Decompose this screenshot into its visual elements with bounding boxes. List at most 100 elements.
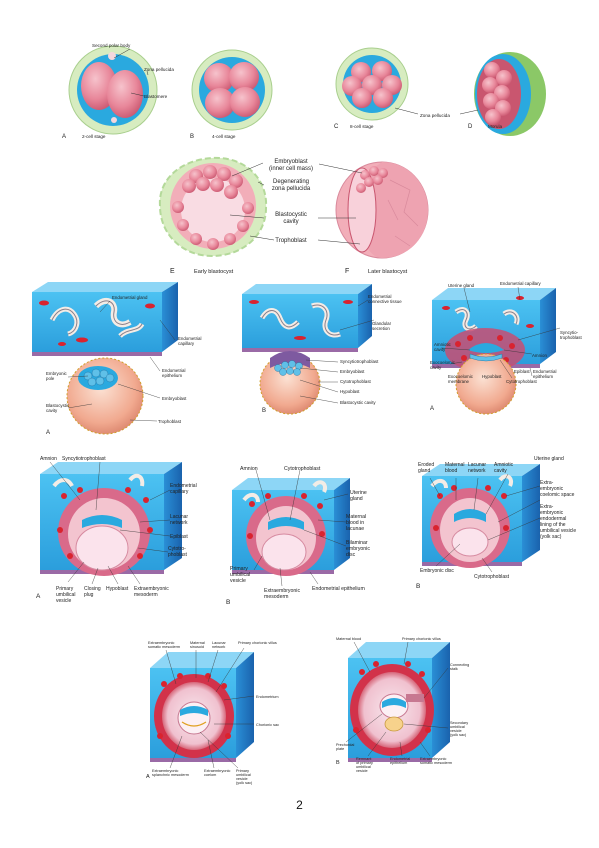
label-endometrial-epithelium-r5-2: epithelium bbox=[390, 761, 407, 765]
label-endometrium: Endometrium bbox=[256, 695, 279, 699]
cleavage-4cell-diagram bbox=[191, 49, 273, 131]
label-glandular-secretion-2: secretion bbox=[372, 326, 390, 331]
panel-letter-d: D bbox=[468, 124, 473, 130]
label-primary-umbilical-r5: Primary bbox=[236, 769, 249, 773]
label-closing-plug: Closing bbox=[84, 586, 101, 592]
panel-letter-b: B bbox=[190, 134, 194, 140]
label-endodermal-lining-6: (yolk sac) bbox=[540, 534, 562, 540]
label-primary-umbilical-r4-p2-2: umbilical bbox=[230, 572, 250, 578]
label-endometrial-connective: Endometrial bbox=[368, 294, 391, 299]
label-amnion-r4: Amnion bbox=[40, 456, 57, 462]
label-blastocystic-cavity-p2: Blastocystic cavity bbox=[340, 400, 376, 405]
later-blastocyst-diagram bbox=[335, 161, 429, 259]
label-prechordal-plate: Prechordal bbox=[336, 743, 355, 747]
label-primary-umbilical-r4-p2-3: vesicle bbox=[230, 578, 246, 584]
label-somatic-mesoderm-r5-p2: Extraembryonic bbox=[420, 757, 446, 761]
label-primary-umbilical-r5-3: vesicle bbox=[236, 777, 248, 781]
label-cytotrophoblast-r4-p2: Cytotrophoblast bbox=[284, 466, 321, 472]
label-zona-pellucida-shared: Zona pellucida bbox=[420, 113, 450, 118]
label-cytotrophoblast-p2: Cytotrophoblast bbox=[340, 379, 372, 384]
caption-2-cell: 2-cell stage bbox=[82, 134, 106, 139]
lacunar-stage-c-diagram bbox=[422, 464, 540, 568]
label-exocoelomic-cavity-2: cavity bbox=[430, 365, 442, 370]
label-closing-plug-2: plug bbox=[84, 592, 94, 598]
page-number: 2 bbox=[296, 798, 303, 812]
label-amnion-p3: Amnion bbox=[532, 353, 547, 358]
panel-letter-e: E bbox=[170, 268, 175, 275]
caption-later-blastocyst: Later blastocyst bbox=[368, 269, 408, 275]
caption-morula: Morula bbox=[488, 124, 502, 129]
label-extraembryonic-mesoderm-r4-2: mesoderm bbox=[134, 592, 158, 598]
label-amnion-r4-p2: Amnion bbox=[240, 466, 258, 472]
label-cytotrophoblast-r4: Cytotro- bbox=[168, 546, 186, 552]
panel-letter-b-row3: B bbox=[262, 408, 266, 414]
label-lacunar-network-r4-2: network bbox=[170, 520, 188, 526]
label-hypoblast-r4: Hypoblast bbox=[106, 586, 129, 592]
label-lacunar-network-p3: Lacunar bbox=[468, 462, 486, 468]
panel-letter-a-r4: A bbox=[36, 593, 41, 600]
label-trophoblast-row3: Trophoblast bbox=[158, 419, 182, 424]
implantation-day7-diagram bbox=[242, 284, 372, 415]
label-glandular-secretion: Glandular bbox=[372, 321, 392, 326]
label-primary-umbilical-r4-p2: Primary bbox=[230, 566, 248, 572]
panel-letter-a-r5: A bbox=[146, 774, 150, 780]
label-endometrial-capillary-r4-2: capillary bbox=[170, 489, 189, 495]
label-primary-villus-r5-p2: Primary chorionic villus bbox=[402, 637, 441, 641]
label-syncytiotrophoblast-r4: Syncytiotrophoblast bbox=[62, 456, 106, 462]
label-bilaminar: Bilaminar bbox=[346, 540, 368, 546]
label-endometrial-connective-2: connective tissue bbox=[368, 299, 402, 304]
label-endometrial-epithelium-2: epithelium bbox=[162, 373, 182, 378]
label-embryonic-disc: Embryonic disc bbox=[420, 568, 454, 574]
panel-letter-a-row3-p3: A bbox=[430, 406, 434, 412]
label-extraembryonic-mesoderm-r4-p2: Extraembryonic bbox=[264, 588, 300, 594]
label-secondary-umbilical-4: (yolk sac) bbox=[450, 733, 467, 737]
label-syncytiotrophoblast-p3: Syncytio- bbox=[560, 330, 579, 335]
label-embryoblast: Embryoblast bbox=[274, 159, 308, 165]
label-blastomere: Blastomere bbox=[144, 94, 168, 99]
label-prechordal-plate-2: plate bbox=[336, 747, 344, 751]
label-cytotrophoblast-r4-2: phoblast bbox=[168, 552, 188, 558]
label-remnant-4: vesicle bbox=[356, 769, 368, 773]
panel-letter-a-row3: A bbox=[46, 430, 50, 436]
label-maternal-blood-p3: Maternal bbox=[445, 462, 464, 468]
label-zona-pellucida: Zona pellucida bbox=[144, 67, 174, 72]
label-secondary-umbilical: Secondary bbox=[450, 721, 468, 725]
caption-early-blastocyst: Early blastocyst bbox=[194, 269, 234, 275]
panel-letter-f: F bbox=[345, 268, 349, 275]
label-syncytiotrophoblast: Syncytiotrophoblast bbox=[340, 359, 379, 364]
label-amniotic-cavity-p3-2: cavity bbox=[494, 468, 507, 474]
label-cytotrophoblast-p3: Cytotrophoblast bbox=[506, 379, 538, 384]
label-amniotic-cavity-p3: Amniotic bbox=[494, 462, 514, 468]
chorionic-villi-b-diagram bbox=[348, 642, 450, 762]
label-lacunar-network-r5: Lacunar bbox=[212, 641, 226, 645]
label-exocoelomic-membrane-2: membrane bbox=[448, 379, 470, 384]
panel-letter-b-r5: B bbox=[336, 760, 340, 766]
label-coelomic-space-3: coelomic space bbox=[540, 492, 575, 498]
label-primary-umbilical-r5-2: umbilical bbox=[236, 773, 251, 777]
label-embryonic-pole-2: pole bbox=[46, 376, 55, 381]
label-embryonic-pole: Embryonic bbox=[46, 371, 68, 376]
label-primary-villus-r5: Primary chorionic villus bbox=[238, 641, 277, 645]
label-extraembryonic-coelom: Extraembryonic bbox=[204, 769, 230, 773]
label-uterine-gland-r4-2: gland bbox=[350, 496, 363, 502]
label-bilaminar-2: embryonic bbox=[346, 546, 370, 552]
label-maternal-blood-r4-2: blood in bbox=[346, 520, 364, 526]
label-maternal-blood-r4: Maternal bbox=[346, 514, 366, 520]
label-somatic-mesoderm-r5-2: somatic mesoderm bbox=[148, 645, 180, 649]
label-endodermal-lining-5: umbilical vesicle bbox=[540, 528, 576, 534]
panel-letter-a: A bbox=[62, 134, 66, 140]
label-remnant: Remnant bbox=[356, 757, 372, 761]
label-lacunar-network-p3-2: network bbox=[468, 468, 486, 474]
panel-letter-b-r4: B bbox=[226, 599, 230, 606]
implantation-day6-diagram bbox=[32, 282, 178, 435]
label-degenerating: Degenerating bbox=[273, 179, 309, 185]
label-remnant-3: umbilical bbox=[356, 765, 371, 769]
label-cavity: cavity bbox=[283, 219, 298, 225]
label-somatic-mesoderm-r5: Extraembryonic bbox=[148, 641, 174, 645]
label-embryoblast-row3: Embryoblast bbox=[162, 396, 187, 401]
label-primary-umbilical-r4: Primary bbox=[56, 586, 74, 592]
label-endometrial-epithelium-r4: Endometrial epithelium bbox=[312, 586, 365, 592]
label-epiblast-p3: Epiblast bbox=[514, 369, 530, 374]
label-endometrial-capillary-r4: Endometrial bbox=[170, 483, 197, 489]
label-maternal-blood-p3-2: blood bbox=[445, 468, 457, 474]
